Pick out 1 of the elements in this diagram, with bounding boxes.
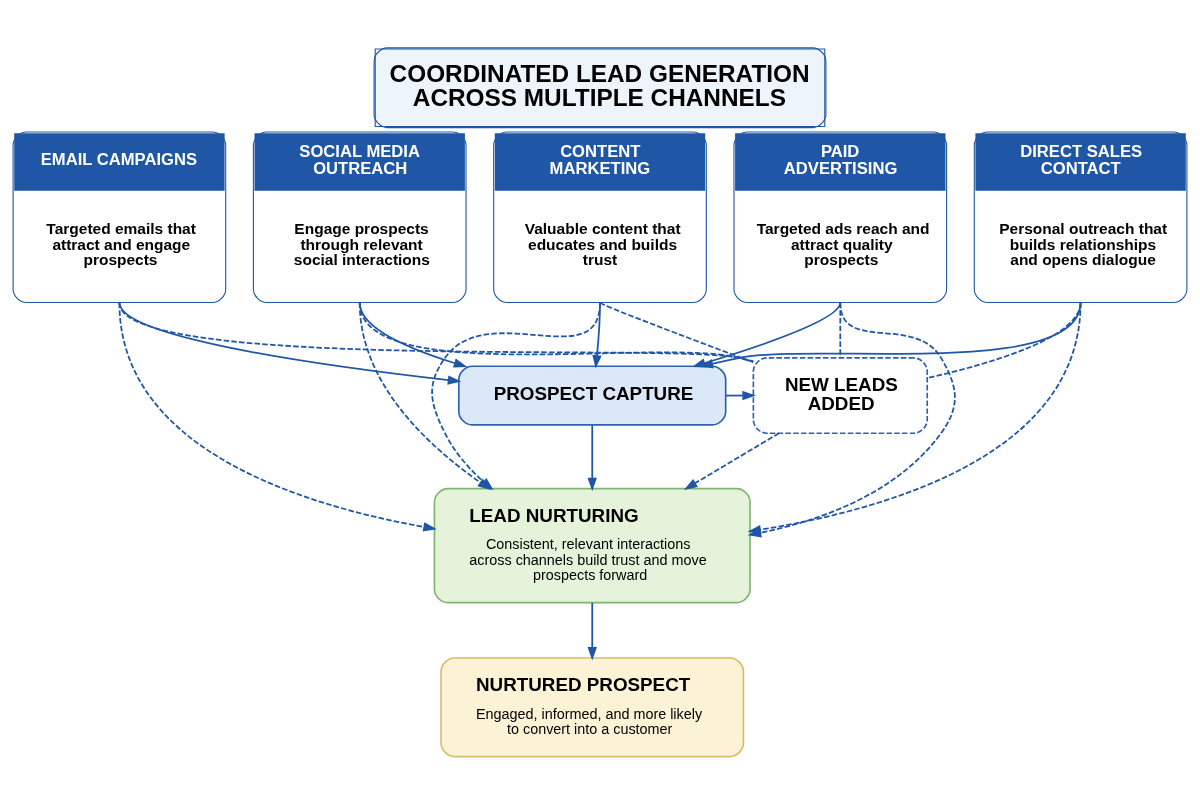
diagram-title: COORDINATED LEAD GENERATION ACROSS MULTIPLE CHANNELS xyxy=(389,59,810,112)
